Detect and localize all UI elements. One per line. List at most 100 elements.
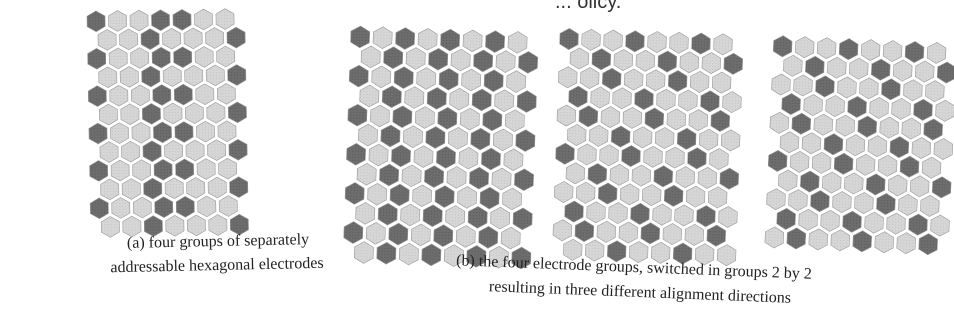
hex-electrode [347,103,368,127]
hex-electrode [109,84,129,107]
hex-electrode [348,64,369,88]
hex-electrode [816,37,837,60]
hex-electrode [186,214,206,237]
hex-electrode [645,69,666,92]
hex-electrode [132,196,152,219]
hex-electrode [767,150,788,172]
hex-electrode [413,145,434,168]
hex-electrode [764,226,785,249]
hex-electrode [869,96,889,119]
hex-electrode [458,146,479,170]
hex-electrode [398,242,419,266]
hex-electrode [108,10,127,32]
hex-electrode [898,194,918,216]
hex-electrode [504,109,525,132]
hex-electrode [183,27,203,50]
hex-electrode [215,8,235,30]
hex-electrode [380,124,401,148]
hex-electrode [172,9,192,31]
hex-electrode [707,186,728,209]
hex-electrode [428,48,449,71]
hex-electrode [662,223,682,246]
hex-electrode [434,185,455,208]
hex-electrode [401,164,422,188]
hex-electrode [837,76,857,99]
hex-electrode [684,223,704,246]
hex-electrode [830,229,850,252]
hex-electrode [719,167,739,190]
hex-electrode [899,155,920,178]
hex-electrode [141,65,161,88]
hex-electrode [879,116,899,139]
hex-electrode [218,195,238,217]
hex-electrode [577,143,597,166]
hex-electrode [446,166,467,189]
hex-electrode [186,177,206,199]
hex-electrode [555,142,575,165]
hex-electrode [688,109,708,132]
hex-electrode [867,135,888,158]
hex-electrode [449,87,470,111]
hex-electrode [720,129,741,152]
hex-electrode [175,196,195,218]
hex-electrode [674,204,694,227]
hex-electrode [184,102,204,124]
hex-electrode [197,195,217,218]
hex-electrode [491,167,512,191]
hex-electrode [195,83,215,105]
hex-electrode [163,102,183,125]
hex-electrode [416,67,437,90]
hex-electrode [556,104,577,127]
hex-electrode [691,32,711,55]
hex-electrode [121,140,141,163]
hex-electrode [119,28,139,51]
hex-electrode [698,128,719,151]
hex-electrode [697,166,717,189]
hex-electrode [918,233,938,256]
hex-electrode [552,219,573,242]
hex-electrode [621,145,641,167]
hex-electrode [881,78,901,101]
hex-electrode [567,124,587,146]
hex-electrode [805,55,825,78]
hex-electrode [832,191,852,214]
hex-electrode [586,201,606,224]
hex-electrode [461,68,482,92]
hex-electrode [914,60,935,83]
hex-electrode [838,38,859,61]
hex-electrode [678,89,698,112]
hex-electrode [184,64,204,87]
hex-electrode [603,29,623,52]
hex-electrode [371,65,392,89]
hex-electrode [857,115,877,138]
hex-electrode [206,102,226,124]
hex-electrode [131,122,151,144]
hex-electrode [365,222,386,245]
hex-electrode [641,184,662,207]
hex-electrode [393,66,414,89]
hex-electrode [516,90,537,113]
hex-electrode [825,95,845,117]
hex-electrode [921,156,942,179]
hex-electrode [844,172,864,195]
hex-electrode [216,83,236,105]
hex-electrode [925,80,945,103]
hex-electrode [437,107,458,130]
hex-electrode [845,134,866,157]
hex-electrode [368,143,389,167]
hex-electrode [794,36,815,59]
hex-electrode [877,154,898,177]
hex-electrode [635,49,656,72]
hex-electrode [481,147,501,171]
hex-electrode [457,186,478,209]
hex-electrode [672,242,693,265]
hex-electrode [891,97,911,120]
hex-electrode [650,241,671,264]
hex-electrode [589,124,609,147]
hex-electrode [483,69,504,93]
hex-electrode [205,64,225,87]
hex-electrode [421,243,442,267]
hex-electrode [217,120,237,143]
hex-electrode [687,147,707,170]
hex-electrode [783,54,803,77]
